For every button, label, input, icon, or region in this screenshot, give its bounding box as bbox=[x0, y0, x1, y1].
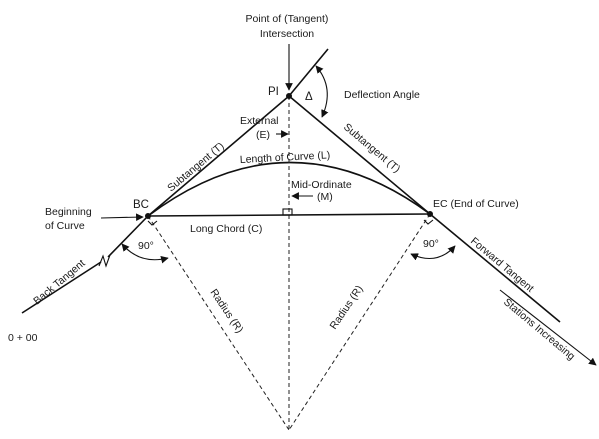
ec-point bbox=[427, 211, 433, 217]
station-start-label: 0 + 00 bbox=[8, 332, 38, 344]
radius-right-label: Radius (R) bbox=[328, 283, 366, 331]
forward-tangent-line bbox=[429, 213, 561, 323]
beginning-label-line2: of Curve bbox=[45, 220, 85, 232]
pi-point bbox=[286, 93, 292, 99]
back-tangent-line-2 bbox=[107, 215, 149, 258]
radius-left-line bbox=[147, 215, 290, 431]
pi-title-line1: Point of (Tangent) bbox=[246, 13, 329, 25]
length-of-curve-label: Length of Curve (L) bbox=[240, 149, 331, 166]
beginning-label-line1: Beginning bbox=[45, 206, 92, 218]
right-angle-ec bbox=[423, 219, 434, 225]
tangent-extension bbox=[288, 48, 329, 97]
radius-left-label: Radius (R) bbox=[208, 287, 246, 335]
bc-point bbox=[145, 213, 151, 219]
pi-label: PI bbox=[268, 86, 279, 98]
back-tangent-label: Back Tangent bbox=[31, 257, 87, 307]
external-label: External bbox=[240, 115, 279, 127]
external-symbol: (E) bbox=[256, 129, 270, 141]
delta-label: Δ bbox=[305, 91, 313, 103]
subtangent-right-line bbox=[288, 95, 431, 215]
angle-arc-left bbox=[121, 243, 169, 264]
pi-title-line2: Intersection bbox=[260, 28, 314, 40]
beginning-arrow bbox=[100, 213, 144, 222]
long-chord-label: Long Chord (C) bbox=[190, 223, 262, 235]
angle-left-label: 90° bbox=[138, 240, 154, 252]
deflection-angle-label: Deflection Angle bbox=[344, 89, 420, 101]
ec-label: EC (End of Curve) bbox=[433, 198, 519, 210]
forward-tangent-label: Forward Tangent bbox=[468, 235, 536, 295]
subtangent-left-line bbox=[147, 95, 290, 217]
back-tangent-line bbox=[21, 261, 102, 314]
bc-label: BC bbox=[133, 199, 149, 211]
mid-ordinate-label: Mid-Ordinate bbox=[291, 179, 352, 191]
radius-right-line bbox=[288, 213, 431, 431]
break-symbol bbox=[98, 254, 111, 268]
angle-arc-right bbox=[410, 245, 456, 261]
right-angle-bc bbox=[147, 220, 158, 226]
stations-increasing-label: Stations Increasing bbox=[501, 296, 577, 363]
deflection-angle-arc bbox=[315, 65, 329, 118]
angle-right-label: 90° bbox=[423, 238, 439, 250]
stations-arrow bbox=[499, 289, 597, 366]
mid-ordinate-symbol: (M) bbox=[317, 191, 333, 203]
right-angle-chord-mid bbox=[282, 208, 293, 216]
